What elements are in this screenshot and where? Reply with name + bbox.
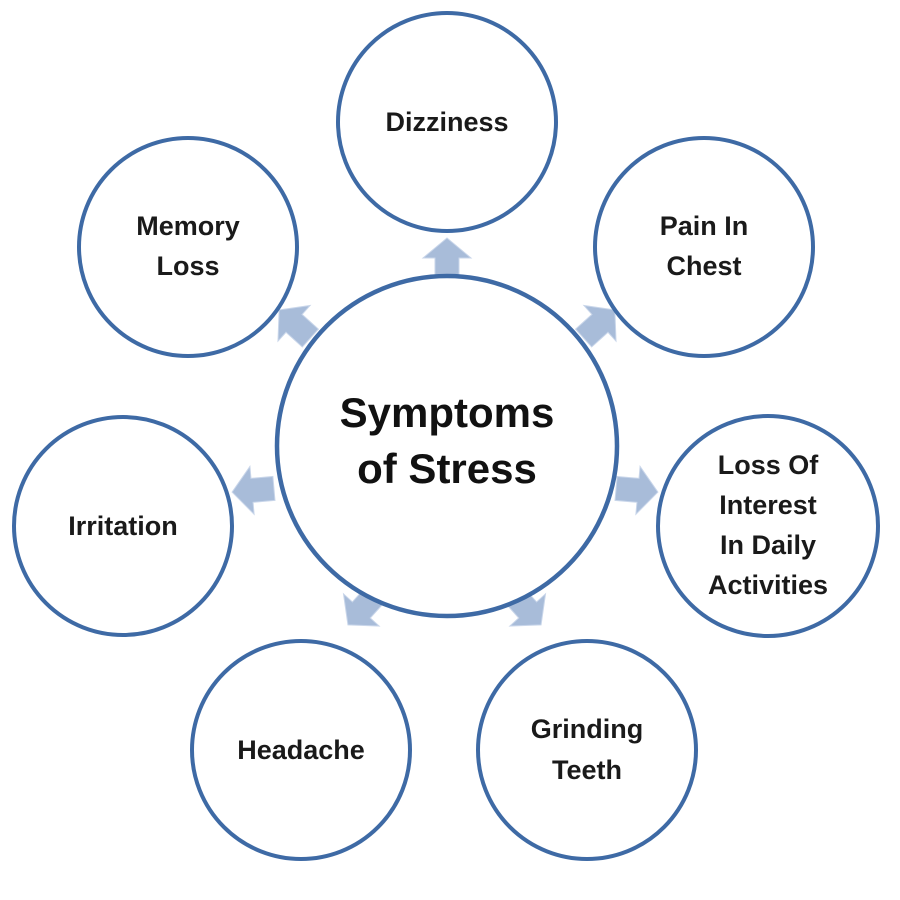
node-circle-dizziness — [336, 11, 558, 233]
node-headache: Headache — [190, 639, 412, 861]
node-label-loss-of-interest-1: Loss Of — [718, 450, 820, 480]
node-label-loss-of-interest-2: Interest — [719, 490, 817, 520]
node-label-loss-of-interest-3: In Daily — [720, 530, 816, 560]
arrow-to-dizziness — [421, 237, 473, 281]
node-circle-memory-loss — [77, 136, 299, 358]
arrow-to-memory-loss — [277, 304, 320, 348]
node-grinding-teeth: Grinding Teeth — [476, 639, 698, 861]
node-label-irritation-1: Irritation — [68, 511, 178, 541]
node-label-grinding-teeth-2: Teeth — [552, 755, 622, 785]
node-circle-headache — [190, 639, 412, 861]
node-irritation: Irritation — [12, 415, 234, 637]
node-label-headache-1: Headache — [237, 735, 365, 765]
node-label-grinding-teeth-1: Grinding — [531, 714, 643, 744]
node-label-loss-of-interest-4: Activities — [708, 570, 828, 600]
arrow-to-loss-of-interest — [614, 465, 659, 516]
center-node: Symptoms of Stress — [274, 273, 620, 619]
arrows-group — [231, 237, 659, 627]
arrow-to-irritation — [231, 465, 276, 516]
node-circle-irritation — [12, 415, 234, 637]
node-loss-of-interest: Loss Of Interest In Daily Activities — [656, 414, 880, 638]
node-label-pain-in-chest-1: Pain In — [660, 211, 749, 241]
node-circle-pain-in-chest — [593, 136, 815, 358]
node-label-memory-loss-2: Loss — [156, 251, 219, 281]
node-circle-grinding-teeth — [476, 639, 698, 861]
arrow-to-pain-in-chest — [574, 304, 617, 348]
center-label-line-2: of Stress — [357, 445, 537, 492]
center-circle — [274, 273, 620, 619]
node-label-pain-in-chest-2: Chest — [666, 251, 741, 281]
node-label-memory-loss-1: Memory — [136, 211, 240, 241]
node-pain-in-chest: Pain In Chest — [593, 136, 815, 358]
center-label-line-1: Symptoms — [340, 389, 555, 436]
node-memory-loss: Memory Loss — [77, 136, 299, 358]
node-circle-loss-of-interest — [656, 414, 880, 638]
node-label-dizziness-1: Dizziness — [385, 107, 508, 137]
node-dizziness: Dizziness — [336, 11, 558, 233]
